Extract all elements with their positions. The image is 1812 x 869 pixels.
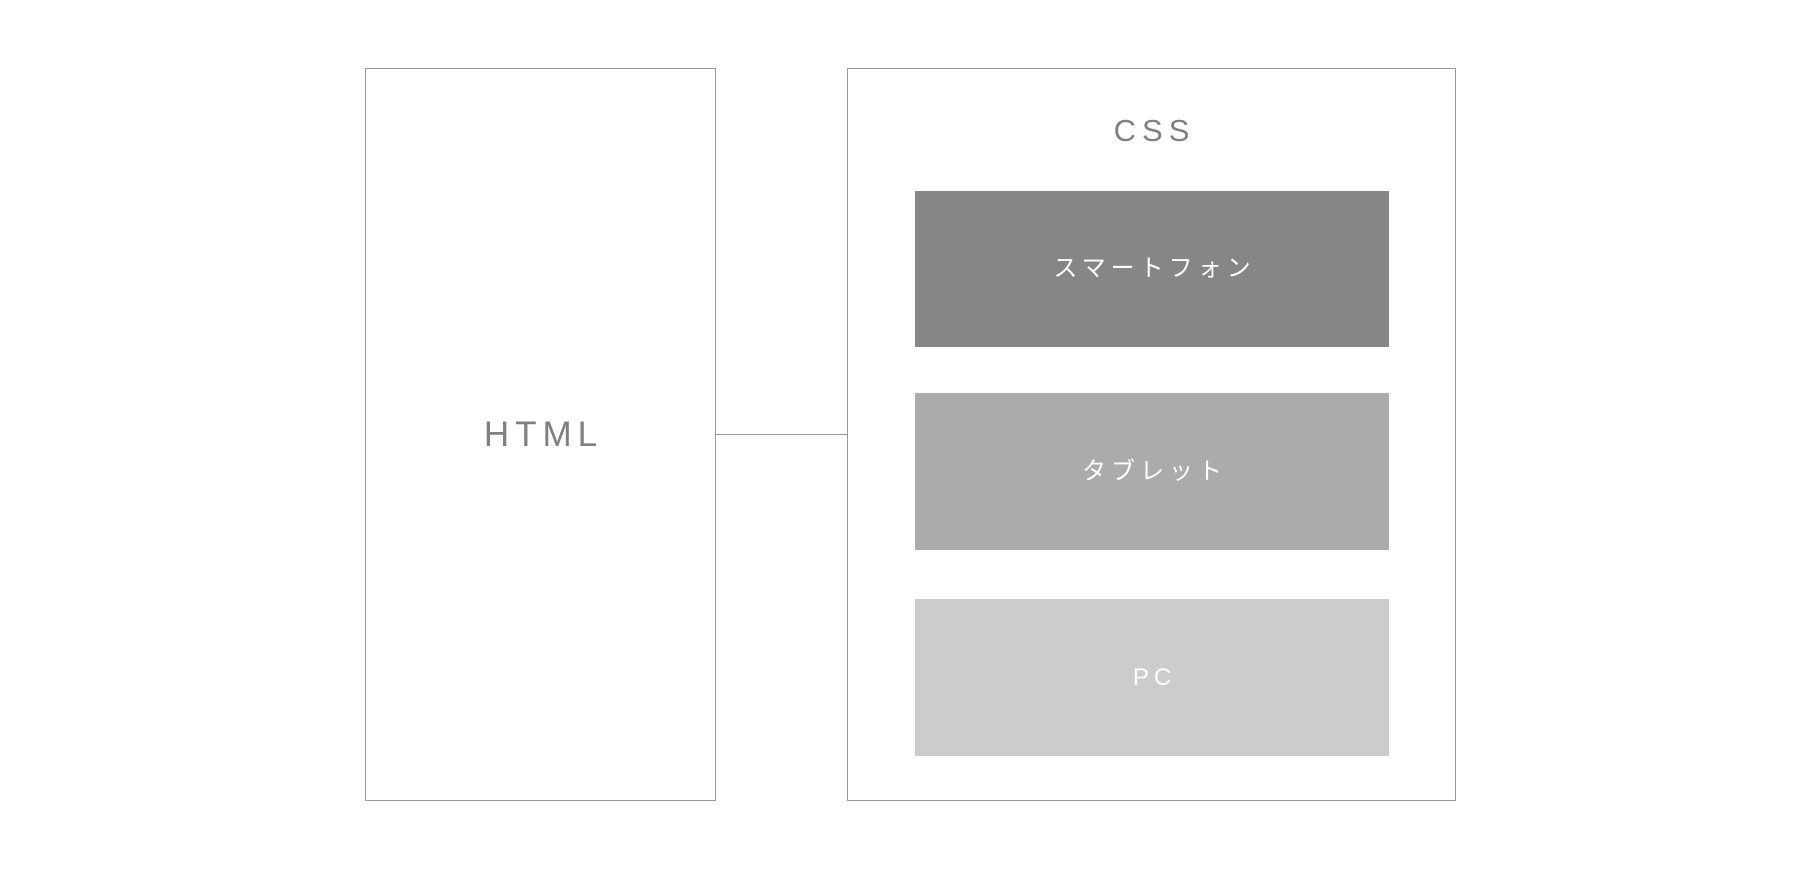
html-panel: HTML [365, 68, 716, 801]
css-panel-label: CSS [1113, 113, 1196, 148]
css-panel: CSS スマートフォン タブレット PC [847, 68, 1456, 801]
connector-line [716, 434, 847, 435]
media-bar-smartphone: スマートフォン [915, 191, 1389, 347]
html-panel-label: HTML [483, 414, 604, 454]
media-bar-smartphone-label: スマートフォン [1053, 255, 1256, 282]
media-bar-pc: PC [915, 599, 1389, 756]
media-bar-tablet-label: タブレット [1082, 457, 1227, 485]
media-bar-pc-label: PC [1132, 663, 1177, 691]
media-bar-tablet: タブレット [915, 393, 1389, 550]
